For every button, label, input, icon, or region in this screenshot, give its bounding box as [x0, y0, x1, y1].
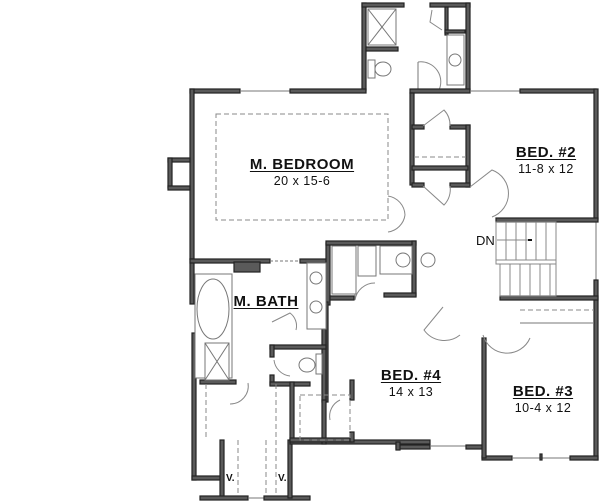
room-name: BED. #2 [515, 144, 577, 161]
vent-label: V. [278, 473, 287, 484]
room-name: M. BATH [233, 293, 299, 310]
room-label-master-bedroom: M. BEDROOM 20 x 15-6 [222, 156, 382, 188]
room-name: BED. #3 [512, 383, 574, 400]
stairs [495, 221, 557, 297]
room-dimensions: 14 x 13 [388, 385, 434, 399]
room-label-bed-3: BED. #3 10-4 x 12 [498, 383, 588, 415]
room-label-bed-4: BED. #4 14 x 13 [366, 367, 456, 399]
outer-walls [167, 88, 599, 501]
room-name: BED. #4 [380, 367, 442, 384]
vent-label: V. [226, 473, 235, 484]
room-label-bed-2: BED. #2 11-8 x 12 [496, 144, 596, 176]
room-name: M. BEDROOM [249, 156, 355, 173]
stairs-down-label: DN [476, 233, 495, 248]
room-dimensions: 11-8 x 12 [518, 162, 574, 176]
top-bath-walls [361, 2, 471, 91]
room-dimensions: 10-4 x 12 [514, 401, 572, 415]
room-dimensions: 20 x 15-6 [273, 174, 331, 188]
room-label-master-bath: M. BATH [226, 293, 306, 310]
